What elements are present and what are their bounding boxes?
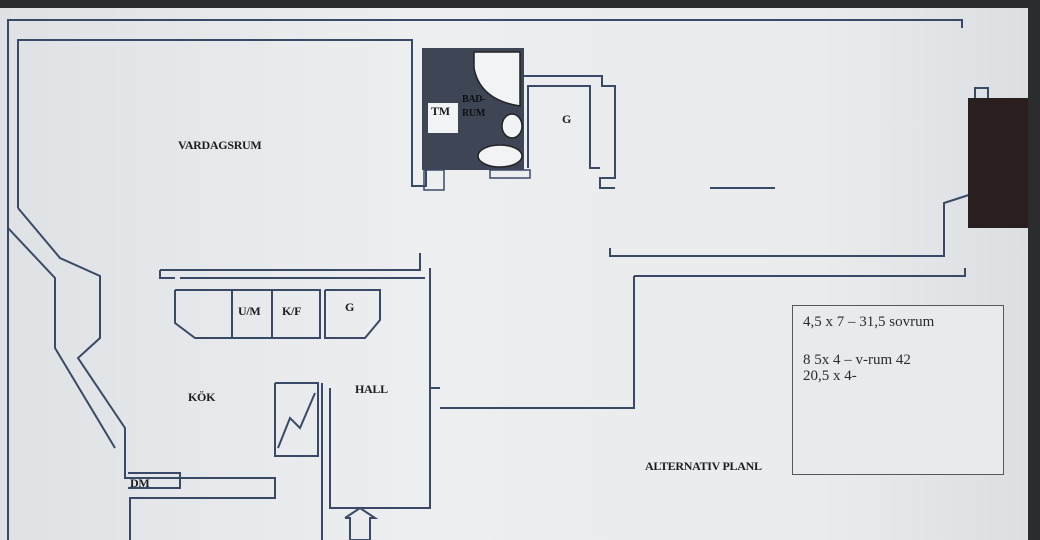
note-line-3: 20,5 x 4- [803,368,857,384]
note-line-1: 4,5 x 7 – 31,5 sovrum [803,314,935,330]
room-label-living-room: VARDAGSRUM [178,138,262,152]
note-line-2: 8 5x 4 – v-rum 42 [803,352,911,368]
monitor-edge [968,98,1028,228]
room-label-hall: HALL [355,382,388,396]
floor-plan-photo: VARDAGSRUM TM BAD- RUM G G U/M K/F KÖK H… [0,8,1028,540]
room-label-laundry: TM [431,104,450,118]
appliance-label-dishwasher: DM [130,476,150,490]
room-label-closet-2: G [345,300,355,314]
plan-title: ALTERNATIV PLANL [645,459,762,473]
room-label-closet-1: G [562,112,572,126]
measurement-note-box: 4,5 x 7 – 31,5 sovrum 8 5x 4 – v-rum 42 … [792,305,1004,475]
cabinet-label-um: U/M [238,304,261,318]
room-label-kitchen: KÖK [188,390,216,404]
room-label-bathroom-2: RUM [462,108,485,119]
room-label-bathroom-1: BAD- [462,94,486,105]
cabinet-label-kf: K/F [282,304,302,318]
bathroom-block [422,48,531,191]
floor-plan-walls [7,19,1028,540]
